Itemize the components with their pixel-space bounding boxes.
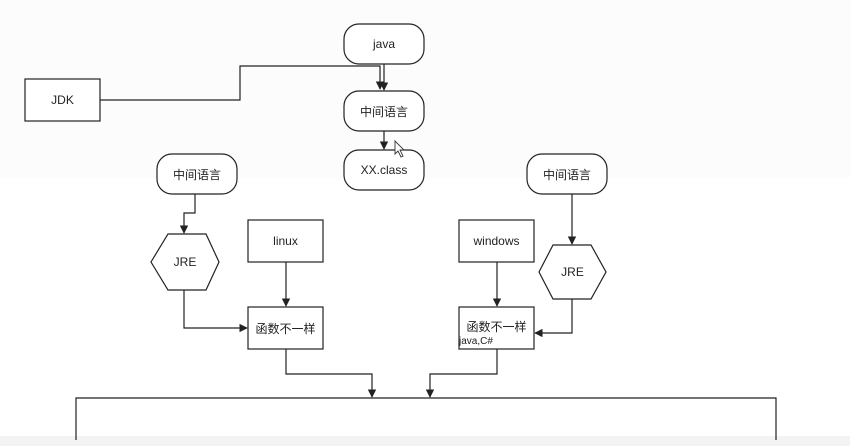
- jdk-node[interactable]: [24, 78, 101, 122]
- edge-jre-right-to-functions-right: [534, 299, 573, 338]
- jre-right-node[interactable]: [538, 244, 607, 300]
- middle-language-left-node[interactable]: [156, 153, 238, 195]
- java-node[interactable]: [343, 23, 425, 65]
- top-background-band: [0, 0, 850, 178]
- bottom-container-box[interactable]: [75, 397, 777, 440]
- functions-differ-right-node[interactable]: [458, 306, 535, 350]
- linux-node[interactable]: [247, 219, 324, 263]
- edge-middle-left-to-jre-left: [179, 194, 196, 234]
- edge-jre-left-to-functions-left: [183, 290, 248, 333]
- middle-language-right-node[interactable]: [526, 153, 608, 195]
- windows-node[interactable]: [458, 219, 535, 263]
- edge-functions-right-to-container: [425, 349, 498, 398]
- xx-class-node[interactable]: [343, 149, 425, 191]
- mouse-pointer-icon: [394, 139, 406, 158]
- bottom-background-band: [0, 436, 850, 446]
- middle-language-top-node[interactable]: [343, 90, 425, 132]
- edge-functions-left-to-container: [285, 349, 377, 398]
- functions-differ-left-node[interactable]: [247, 306, 324, 350]
- edge-jdk-to-middle-top: [100, 65, 385, 101]
- jre-left-node[interactable]: [150, 233, 220, 291]
- java-csharp-note: java,C#: [459, 336, 493, 347]
